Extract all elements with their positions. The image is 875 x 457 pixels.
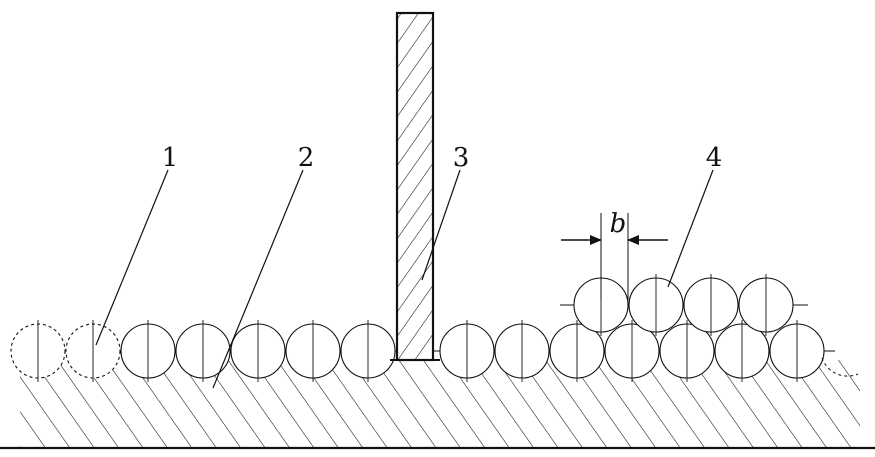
dimension-b-label: b bbox=[610, 209, 627, 239]
callout-label-3: 3 bbox=[453, 143, 470, 173]
callout-label-2: 2 bbox=[298, 143, 315, 173]
leader-line-1 bbox=[95, 169, 169, 346]
dimension-b: b bbox=[561, 209, 668, 300]
leader-line-4 bbox=[667, 169, 714, 288]
callout-label-4: 4 bbox=[706, 143, 723, 173]
leader-lines bbox=[95, 169, 714, 389]
vertical-plate bbox=[390, 11, 440, 362]
leader-line-3 bbox=[421, 169, 461, 281]
callout-label-1: 1 bbox=[162, 143, 179, 173]
particle-layers bbox=[10, 274, 859, 382]
leader-line-2 bbox=[212, 169, 304, 389]
